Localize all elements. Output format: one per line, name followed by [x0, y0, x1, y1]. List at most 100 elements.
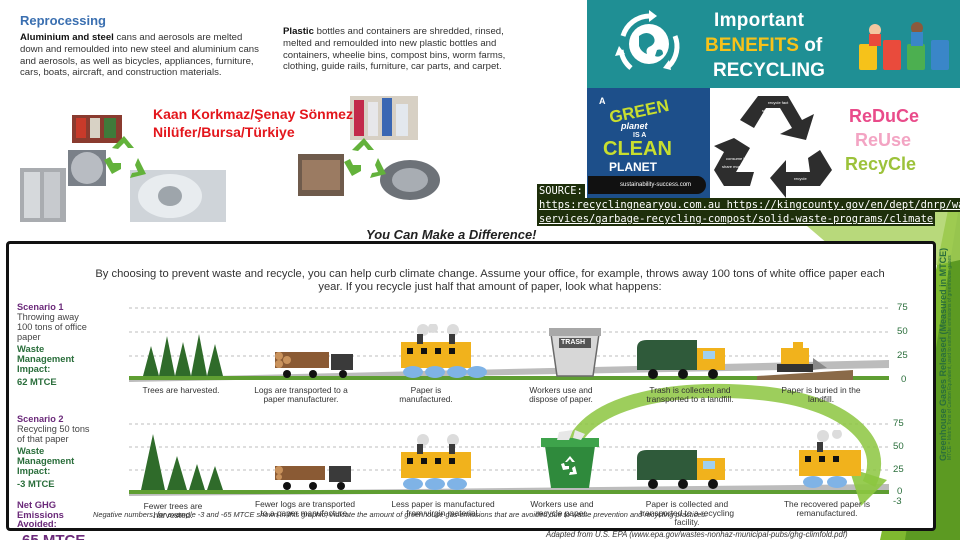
tile1-a: A [599, 96, 606, 106]
net-label-3: Avoided: [17, 518, 57, 530]
epa-box: By choosing to prevent waste and recycle… [6, 241, 936, 540]
scenario2-desc-1: Recycling 50 tons [17, 424, 90, 434]
scenario1-trash-can-icon [549, 328, 601, 377]
net-label-1: Net GHG [17, 499, 57, 510]
scenario1-log-truck-icon [275, 352, 353, 378]
scenario1-caption-1: Trees are harvested. [142, 385, 220, 395]
of-word: of [798, 35, 823, 56]
plastic-recycling-photo [298, 96, 440, 200]
scenario2-trees-icon [141, 434, 223, 490]
axis-top-50: 50 [897, 326, 908, 337]
author-line-2: Nilüfer/Bursa/Türkiye [153, 124, 295, 140]
scenario1-title: Scenario 1 [17, 302, 64, 312]
axis-bottom-25: 25 [893, 464, 904, 475]
axis-bottom-0: 0 [897, 486, 903, 497]
axis-top-75: 75 [897, 302, 908, 313]
reprocessing-title: Reprocessing [20, 13, 106, 28]
scenario2-wm-2: Management [17, 455, 75, 466]
tile1-planet: planet [621, 121, 648, 131]
net-emissions-label: Net GHG Emissions Avoided: [17, 500, 64, 529]
tile1-is-a: IS A [633, 132, 647, 139]
reprocessing-panel: Reprocessing Aluminium and steel cans an… [0, 0, 585, 222]
recycle-arrows-icon: recycle fact simply be consume less shar… [714, 96, 832, 198]
scenario2-paper-mill-icon [401, 434, 471, 490]
metal-bold: Aluminium and steel [20, 32, 114, 43]
source-link-line-2[interactable]: services/garbage-recycling-compost/solid… [537, 212, 936, 226]
scenario1-caption-4: Workers use and dispose of paper. [529, 385, 593, 404]
scenario2-caption-2: Fewer logs are transported to a paper ma… [254, 499, 356, 518]
trash-label: TRASH [561, 339, 586, 346]
scenario1-caption-2: Logs are transported to a paper manufact… [254, 385, 348, 404]
scenario2-wm-1: Waste [17, 445, 45, 456]
metal-paragraph: Aluminium and steel cans and aerosols ar… [20, 32, 265, 79]
svg-text:recycle fact: recycle fact [768, 100, 789, 105]
svg-text:share more: share more [722, 164, 743, 169]
scenario1-desc-2: 100 tons of office [17, 322, 87, 332]
scenario1-wm-1: Waste [17, 343, 45, 354]
scenario2-caption-4: Workers use and recycle paper. [530, 499, 594, 518]
people-recycling-illustration [859, 22, 949, 70]
epa-heading: You Can Make a Difference! [366, 227, 537, 242]
scenario2-log-truck-icon [275, 466, 351, 490]
scenario2-label: Scenario 2 Recycling 50 tons of that pap… [17, 414, 90, 444]
scenario1-value: 62 MTCE [17, 376, 57, 387]
reduce-reuse-recycle-tile: ReDuCe ReUse RecyCle [837, 88, 960, 198]
scenario1-desc-1: Throwing away [17, 312, 79, 322]
author-line-1: Kaan Korkmaz/Şenay Sönmez [153, 106, 353, 122]
source-block: SOURCE: https:recyclingnearyou.com.au ht… [537, 184, 960, 226]
adapted-from-credit: Adapted from U.S. EPA (www.epa.gov/waste… [546, 530, 848, 539]
scenario2-caption-3: Less paper is manufactured from virgin m… [391, 499, 495, 518]
scenario1-desc-3: paper [17, 332, 41, 342]
poster-title-line-1: Important [714, 10, 805, 31]
scenario1-caption-6: Paper is buried in the landfill. [781, 385, 861, 404]
scenario1-garbage-truck-icon [637, 340, 725, 379]
axis-top-0: 0 [901, 374, 907, 385]
scenario1-label: Scenario 1 Throwing away 100 tons of off… [17, 302, 87, 342]
poster-title-line-3: RECYCLING [713, 60, 825, 81]
scenario2-recycle-bin-icon [541, 430, 599, 488]
metal-recycling-photo [20, 115, 226, 222]
poster-title-line-2: BENEFITS of [705, 35, 822, 57]
scenario1-landfill-bulldozer-icon [757, 342, 853, 380]
axis-bottom-neg3: -3 [893, 496, 902, 507]
scenario1-trees-icon [143, 334, 223, 376]
scenario1-wm-3: Impact: [17, 363, 51, 374]
sustainability-site-label: sustainability-success.com [588, 176, 706, 194]
tile1-clean: CLEAN [603, 138, 672, 160]
tile1-planet-2: PLANET [609, 160, 657, 174]
scenario2-recycling-truck-icon [637, 450, 725, 489]
plastic-text: bottles and containers are shredded, rin… [283, 26, 506, 73]
recycle-word: RecyCle [845, 154, 917, 174]
poster-header: Important BENEFITS of RECYCLING [587, 0, 960, 88]
epa-intro-text: By choosing to prevent waste and recycle… [95, 268, 885, 293]
axis-bottom-75: 75 [893, 418, 904, 429]
scenario2-impact-label: Waste Management Impact: [17, 446, 74, 476]
recycling-benefits-poster: Important BENEFITS of RECYCLING A GREEN … [587, 0, 960, 198]
scenario1-wm-2: Management [17, 353, 75, 364]
recycle-words-tile: recycle fact simply be consume less shar… [710, 88, 837, 198]
source-link-line-1[interactable]: https:recyclingnearyou.com.au https://ki… [537, 198, 960, 212]
net-emissions-value: -65 MTCE [17, 532, 85, 540]
svg-text:recycle: recycle [794, 176, 807, 181]
scenario1-caption-3: Paper is manufactured. [399, 385, 453, 404]
scenario2-value: -3 MTCE [17, 478, 55, 489]
source-label: SOURCE: [537, 184, 585, 198]
scenario2-caption-6: The recovered paper is remanufactured. [783, 499, 871, 518]
epa-footnote: Negative numbers, for example -3 and -65… [93, 510, 708, 519]
axis-top-25: 25 [897, 350, 908, 361]
globe-recycle-icon [615, 10, 680, 70]
svg-text:simply be: simply be [762, 108, 780, 113]
metal-text: cans and aerosols are melted down and re… [20, 32, 259, 79]
epa-infographic: You Can Make a Difference! By choosing t… [6, 223, 960, 540]
net-label-2: Emissions [17, 508, 64, 520]
plastic-paragraph: Plastic bottles and containers are shred… [283, 26, 523, 73]
scenario2-desc-2: of that paper [17, 434, 69, 444]
axis-subtitle: MTCE = Metric Tons of Carbon Equivalent,… [947, 255, 953, 460]
svg-text:consume less: consume less [726, 156, 750, 161]
axis-bottom-50: 50 [893, 441, 904, 452]
scenario2-title: Scenario 2 [17, 414, 64, 424]
scenario1-caption-5: Trash is collected and transported to a … [646, 385, 734, 404]
scenario2-wm-3: Impact: [17, 465, 51, 476]
author-credit: Kaan Korkmaz/Şenay Sönmez Nilüfer/Bursa/… [153, 105, 413, 141]
scenario2-caption-5: Paper is collected and transported to a … [639, 499, 735, 527]
